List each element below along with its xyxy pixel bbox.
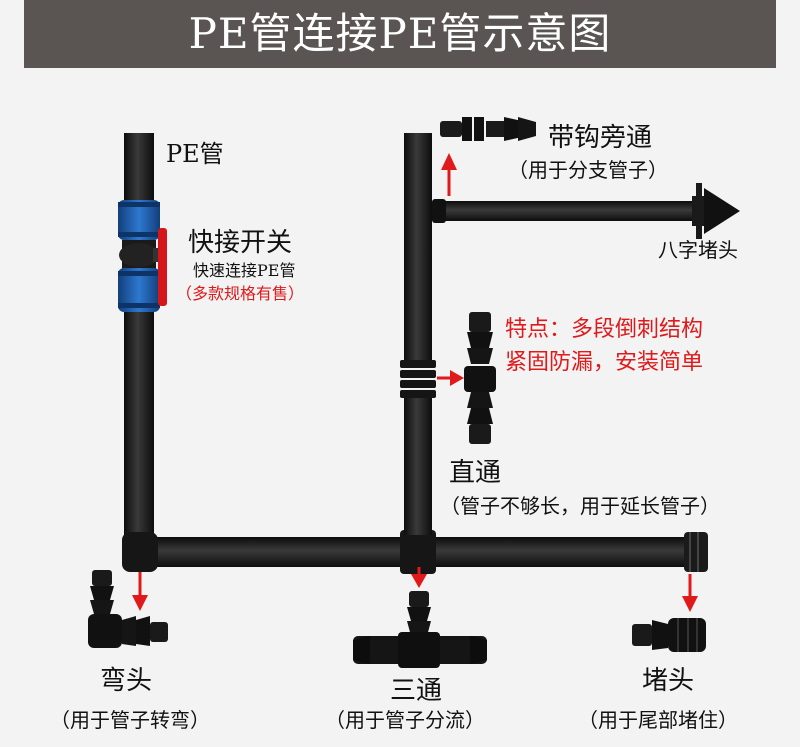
hook-bypass-fitting — [440, 117, 536, 141]
elbow-fitting — [88, 570, 168, 648]
quick-valve — [118, 200, 167, 312]
tee-label: 三通 — [390, 676, 443, 706]
straight-sub-label: （管子不够长，用于延长管子） — [440, 494, 720, 518]
title-banner: PE管连接PE管示意图 — [24, 0, 776, 68]
plug-label: 堵头 — [642, 666, 695, 696]
valve-label: 快接开关 — [188, 228, 293, 258]
valve-sub-label: 快速连接PE管 — [193, 261, 296, 280]
end-plug-fitting — [632, 618, 706, 652]
pe-pipe-left-vertical — [124, 133, 154, 545]
tee-fitting — [353, 591, 487, 668]
plug-sub-label: （用于尾部堵住） — [578, 708, 738, 732]
end-plug8-label: 八字堵头 — [658, 238, 738, 262]
elbow-label: 弯头 — [100, 666, 153, 696]
feature-line1: 特点：多段倒刺结构 — [505, 317, 704, 342]
pe-pipe-label: PE管 — [166, 140, 224, 168]
elbow-joint — [122, 532, 158, 572]
valve-handle — [158, 228, 167, 306]
tee-sub-label: （用于管子分流） — [325, 708, 485, 732]
pe-pipe-middle-vertical — [404, 133, 432, 363]
pipe-end-cap — [684, 532, 708, 572]
straight-connector-installed — [400, 360, 436, 398]
hook-bypass-sub-label: （用于分支管子） — [508, 158, 668, 182]
red-arrows — [132, 153, 698, 612]
elbow-sub-label: （用于管子转弯） — [50, 708, 210, 732]
octagon-end-plug — [692, 183, 740, 239]
page-title: PE管连接PE管示意图 — [188, 9, 612, 58]
hook-bypass-label: 带钩旁通 — [548, 123, 653, 153]
hook-bypass-installed — [432, 199, 446, 223]
pe-pipe-branch-horizontal — [440, 201, 702, 221]
feature-line2: 紧固防漏，安装简单 — [505, 350, 704, 375]
straight-connector-fitting — [464, 312, 496, 444]
valve-note-label: （多款规格有售） — [176, 284, 305, 303]
straight-label: 直通 — [449, 458, 502, 488]
pe-pipe-middle-vertical-lower — [404, 395, 432, 535]
tee-joint — [400, 530, 436, 574]
